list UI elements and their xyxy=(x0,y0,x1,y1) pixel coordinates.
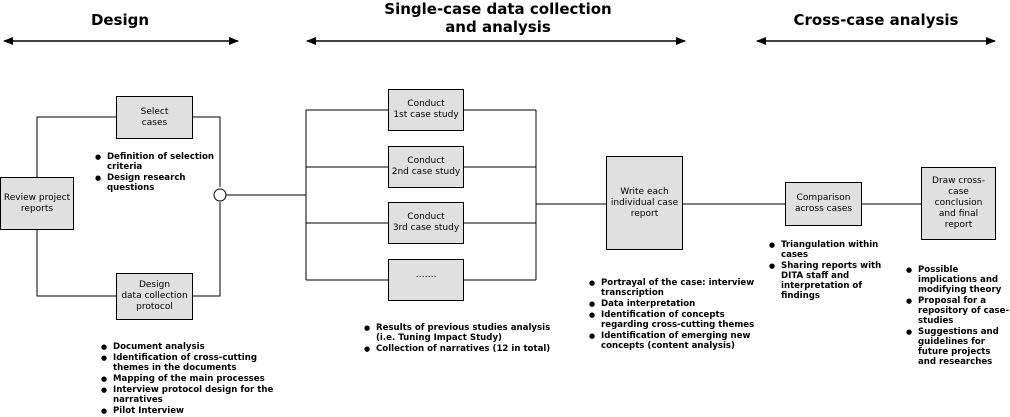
box-line: Comparison xyxy=(796,193,851,203)
box-line: 3rd case study xyxy=(392,223,460,233)
box-line: data collection xyxy=(121,291,188,301)
box-line: cases xyxy=(141,117,168,128)
heading-single-case-line1: Single-case data collection xyxy=(384,0,612,18)
connector-protocol-to-junction xyxy=(193,202,221,297)
box-line: report xyxy=(630,208,659,219)
heading-single-case: Single-case data collection and analysis xyxy=(348,0,648,36)
junction-circle xyxy=(213,188,227,202)
bullet-item: Identification of cross-cutting themes i… xyxy=(101,353,286,373)
bullet-item: Mapping of the main processes xyxy=(101,374,286,384)
bullet-item: Data interpretation xyxy=(589,299,769,309)
box-line: ……. xyxy=(415,270,437,280)
bullet-item: Interview protocol design for the narrat… xyxy=(101,385,286,405)
bullet-item: Possible implications and modifying theo… xyxy=(906,265,1010,295)
case-study-more-box: ……. xyxy=(388,259,464,301)
box-line: 2nd case study xyxy=(391,167,461,177)
bullet-item: Collection of narratives (12 in total) xyxy=(364,344,554,354)
bullet-item: Pilot Interview xyxy=(101,406,286,416)
box-line: Review project xyxy=(3,192,71,203)
bullet-item: Identification of concepts regarding cro… xyxy=(589,310,769,330)
heading-design: Design xyxy=(90,11,150,29)
box-line: Draw cross- xyxy=(932,176,985,186)
bullet-item: Proposal for a repository of case-studie… xyxy=(906,296,1010,326)
bullet-item: Definition of selection criteria xyxy=(95,152,215,172)
case-studies-bullets: Results of previous studies analysis (i.… xyxy=(364,323,554,355)
box-line: Select xyxy=(140,106,169,117)
connector-review-to-select xyxy=(36,116,116,177)
bullet-item: Suggestions and guidelines for future pr… xyxy=(906,327,1010,367)
box-line: Conduct xyxy=(407,156,445,166)
bullet-item: Sharing reports with DITA staff and inte… xyxy=(769,261,884,301)
box-line: individual case xyxy=(610,197,679,208)
bullet-item: Portrayal of the case: interview transcr… xyxy=(589,278,769,298)
write-report-bullets: Portrayal of the case: interview transcr… xyxy=(589,278,769,352)
box-line: reports xyxy=(20,203,54,214)
heading-cross-case: Cross-case analysis xyxy=(793,11,959,29)
bullet-item: Identification of emerging new concepts … xyxy=(589,331,769,351)
connector-select-to-junction xyxy=(193,116,221,187)
box-line: protocol xyxy=(136,302,173,312)
box-line: case conclusion xyxy=(934,187,983,208)
draw-conclusion-bullets: Possible implications and modifying theo… xyxy=(906,265,1010,368)
box-line: across cases xyxy=(794,204,853,214)
connector-review-to-protocol xyxy=(36,230,116,297)
box-line: Conduct xyxy=(407,212,445,222)
bullet-item: Triangulation within cases xyxy=(769,240,884,260)
select-cases-bullets: Definition of selection criteria Design … xyxy=(95,152,215,194)
box-line: Write each xyxy=(620,186,669,197)
bullet-item: Design research questions xyxy=(95,173,215,193)
box-line: Conduct xyxy=(407,99,445,109)
design-protocol-bullets: Document analysis Identification of cros… xyxy=(101,342,286,417)
box-line: Design xyxy=(138,280,171,290)
box-line: 1st case study xyxy=(393,110,459,120)
box-line: and final report xyxy=(938,209,979,230)
bullet-item: Document analysis xyxy=(101,342,286,352)
comparison-bullets: Triangulation within cases Sharing repor… xyxy=(769,240,884,302)
heading-single-case-line2: and analysis xyxy=(445,18,551,36)
bullet-item: Results of previous studies analysis (i.… xyxy=(364,323,554,343)
